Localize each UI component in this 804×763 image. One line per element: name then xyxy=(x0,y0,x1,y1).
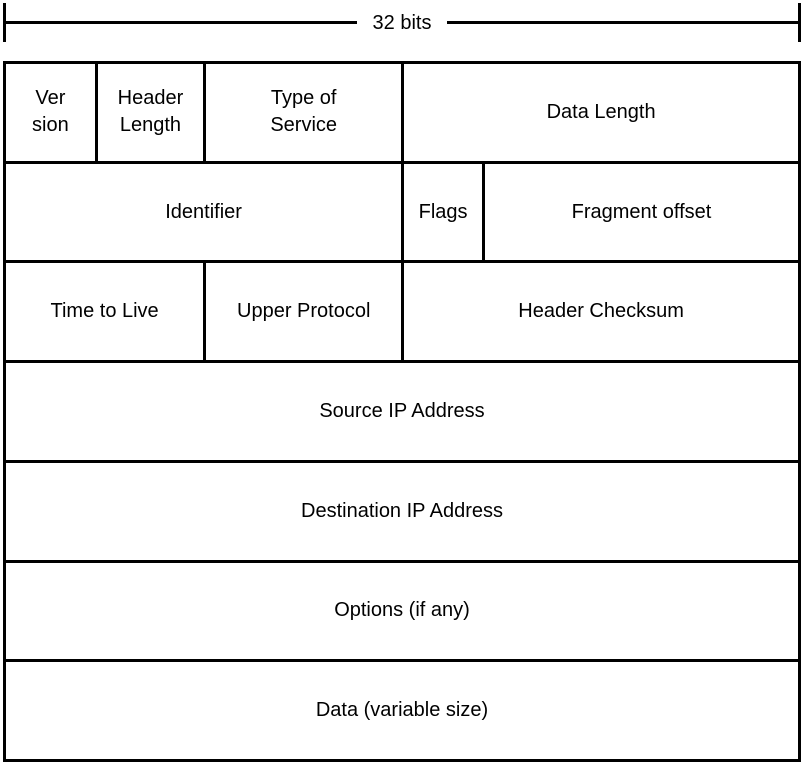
field-upper-protocol: Upper Protocol xyxy=(203,263,401,361)
bracket-line-right xyxy=(447,21,801,24)
ipv4-header-table: Ver sion Header Length Type of Service D… xyxy=(3,61,801,762)
bits-width-bracket: 32 bits xyxy=(3,3,801,42)
bracket-right-cap xyxy=(798,3,801,42)
field-header-length: Header Length xyxy=(94,64,204,161)
field-identifier: Identifier xyxy=(165,200,242,223)
table-row-5: Destination IP Address xyxy=(6,459,798,560)
field-destination-ip-address: Destination IP Address xyxy=(301,499,503,522)
field-data: Data (variable size) xyxy=(315,699,489,722)
table-row-2: Identifier Flags Fragment offset xyxy=(6,160,798,261)
field-data-length: Data Length xyxy=(401,64,798,161)
field-time-to-live: Time to Live xyxy=(50,300,159,323)
table-row-6: Options (if any) xyxy=(6,559,798,660)
field-type-of-service: Type of Service xyxy=(203,64,401,161)
field-fragment-offset: Fragment offset xyxy=(481,163,798,261)
table-row-7: Data (variable size) xyxy=(6,659,798,759)
bits-label: 32 bits xyxy=(372,11,432,34)
field-header-checksum: Header Checksum xyxy=(401,263,798,361)
field-source-ip-address: Source IP Address xyxy=(319,400,485,423)
field-flags: Flags xyxy=(401,163,482,261)
table-row-1: Ver sion Header Length Type of Service D… xyxy=(6,64,798,161)
table-row-4: Source IP Address xyxy=(6,360,798,460)
field-options: Options (if any) xyxy=(334,599,470,622)
bracket-line-left xyxy=(3,21,357,24)
table-row-3: Time to Live Upper Protocol Header Check… xyxy=(6,260,798,361)
bracket-left-cap xyxy=(3,3,6,42)
field-version: Ver sion xyxy=(32,87,69,137)
